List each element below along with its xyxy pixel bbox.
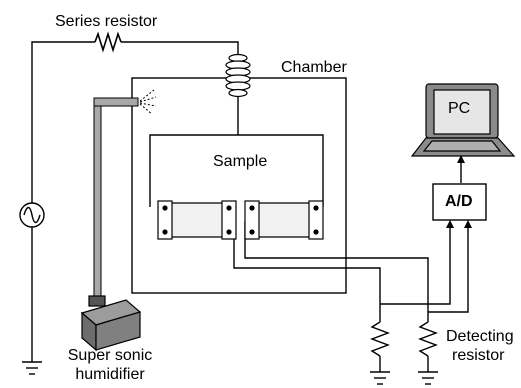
series-resistor-label: Series resistor [55,13,158,30]
arrow-pc [457,155,465,163]
humidifier-icon [80,295,142,352]
sample-label: Sample [213,153,268,170]
wire-series-to-chamber [121,41,239,55]
ac-source-icon [19,202,45,228]
sample-electrode-right [244,200,324,240]
laptop-icon [410,83,516,157]
wires [31,41,469,362]
arrow-ad-left [446,220,454,228]
wire-lead-right [244,222,429,322]
ad-label: A/D [445,193,473,210]
wire-lead-left [233,222,381,322]
sample-electrode-left [157,200,237,240]
detecting-resistor-label-line1: Detecting [446,328,514,345]
ad-box [432,183,487,221]
wire-top [31,41,95,205]
chamber-label: Chamber [281,59,347,76]
arrow-ad-right [464,220,472,228]
wire-ad-left [380,227,451,305]
series-resistor-icon [94,31,122,53]
ground-left-icon [370,356,390,385]
humidifier-label-line1: Super sonic [67,347,153,364]
wire-ad-right [428,227,469,313]
mist-spray-icon [139,89,157,115]
ground-icon [22,361,42,375]
detecting-resistor-right-icon [418,321,438,357]
ground-right-icon [418,356,438,385]
arrowheads [446,155,472,228]
detecting-resistor-left-icon [370,321,390,357]
chamber-box [131,77,347,294]
wire-sample-bus [149,134,324,207]
detecting-resistor-label-line2: resistor [452,347,505,364]
humidifier-label-line2: humidifier [75,366,145,383]
feedthrough-icon [225,53,251,98]
pc-label: PC [448,100,471,117]
